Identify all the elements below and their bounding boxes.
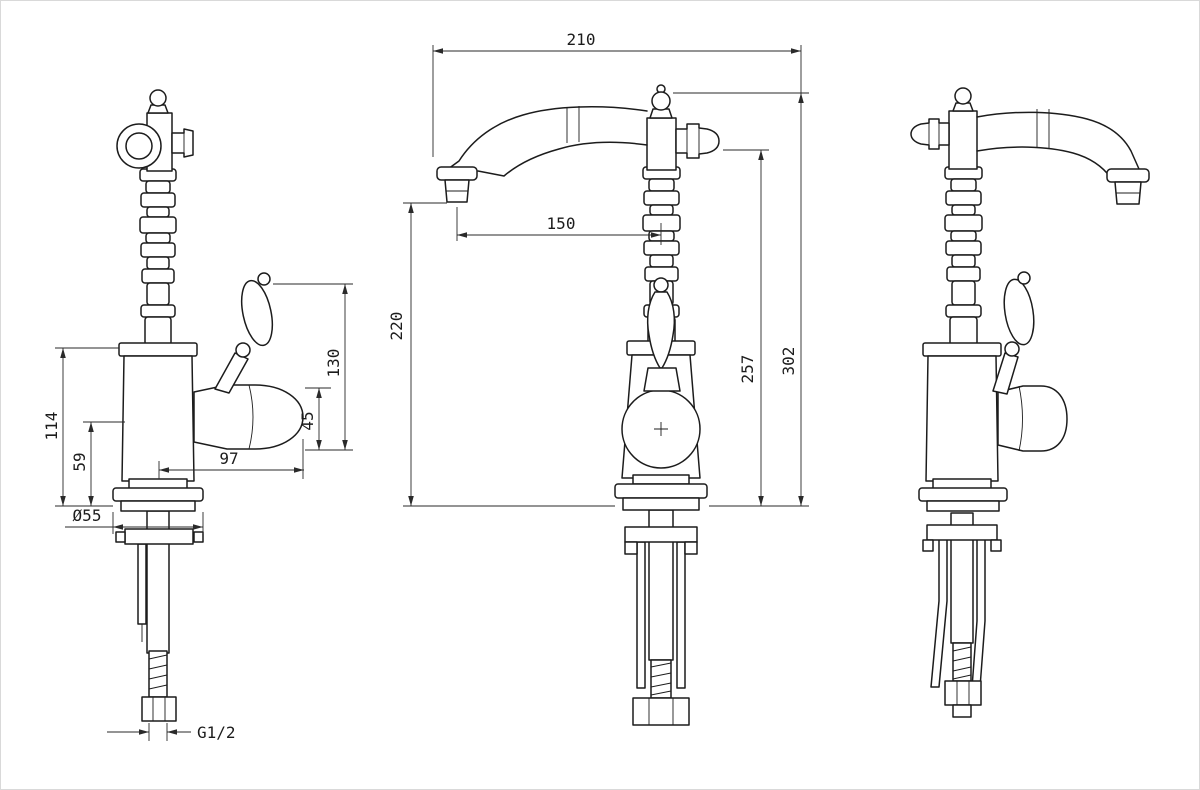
right-body	[918, 342, 1068, 512]
dim-label-210: 210	[567, 30, 596, 49]
spout-ring-inner	[125, 132, 153, 160]
dim-label-dia55: Ø55	[73, 506, 102, 525]
finial-ball	[954, 87, 972, 105]
mounting-nut	[141, 696, 177, 722]
finial-ball	[651, 91, 671, 111]
supply-tube-left	[636, 541, 646, 689]
view-left-side: 114 59 97 45 130 Ø55 G1/2	[42, 89, 353, 742]
mounting-washer	[624, 526, 698, 543]
dim-label-220: 220	[387, 312, 406, 341]
dim-label-97: 97	[219, 449, 238, 468]
supply-tube	[137, 543, 147, 625]
front-dimension-arrows	[408, 48, 804, 506]
dim-label-150: 150	[547, 214, 576, 233]
right-spout	[910, 87, 1150, 205]
front-undercounter	[624, 509, 698, 726]
spout-top-edge	[447, 106, 648, 170]
left-handle	[214, 272, 274, 394]
dim-label-59: 59	[70, 452, 89, 471]
front-spout	[436, 84, 720, 203]
dim-label-thread: G1/2	[197, 723, 236, 742]
base-flange	[918, 487, 1008, 502]
handle-socket	[643, 367, 681, 392]
dim-label-130: 130	[324, 349, 343, 378]
base-flange	[614, 483, 708, 499]
mounting-nut	[944, 680, 982, 706]
threaded-shank	[650, 659, 672, 699]
view-front: 210 150 220 257 302	[387, 30, 809, 726]
spout-top-edge	[976, 111, 1140, 170]
spout-bottom-edge	[477, 141, 648, 177]
right-column	[944, 166, 983, 346]
spout-collar	[436, 166, 478, 181]
handle-arm	[992, 352, 1019, 395]
supply-tube-left	[930, 539, 948, 688]
left-undercounter	[115, 510, 204, 722]
left-column	[139, 168, 177, 346]
mounting-washer	[124, 528, 194, 545]
front-dimension-lines	[403, 45, 809, 507]
left-spout-tee	[116, 89, 194, 172]
spout-bottom-edge	[976, 146, 1114, 179]
handle-grip	[1003, 278, 1035, 346]
finial-ball	[149, 89, 167, 107]
spout-cap	[171, 128, 194, 158]
view-right-side	[910, 87, 1150, 718]
faucet-body	[121, 355, 195, 482]
dim-label-114: 114	[42, 412, 61, 441]
left-body	[112, 342, 304, 512]
handle-grip	[240, 279, 274, 347]
dim-label-257: 257	[738, 355, 757, 384]
front-body	[614, 340, 708, 511]
faucet-body	[925, 355, 999, 482]
supply-tube-right	[676, 541, 686, 689]
right-undercounter	[922, 512, 1002, 718]
dim-label-45: 45	[298, 411, 317, 430]
dim-label-302: 302	[779, 347, 798, 376]
base-flange	[112, 487, 204, 502]
left-dimension-arrows	[60, 284, 348, 735]
valve-body	[997, 385, 1068, 452]
spout-cap	[910, 118, 950, 150]
spout-cap	[675, 123, 720, 159]
valve-body	[193, 384, 304, 450]
spout-collar	[1106, 168, 1150, 183]
right-handle	[992, 271, 1035, 395]
threaded-shank	[148, 650, 168, 698]
mounting-nut	[632, 697, 690, 726]
front-handle	[643, 277, 681, 392]
mounting-washer	[926, 524, 998, 541]
handle-arm	[214, 352, 249, 394]
